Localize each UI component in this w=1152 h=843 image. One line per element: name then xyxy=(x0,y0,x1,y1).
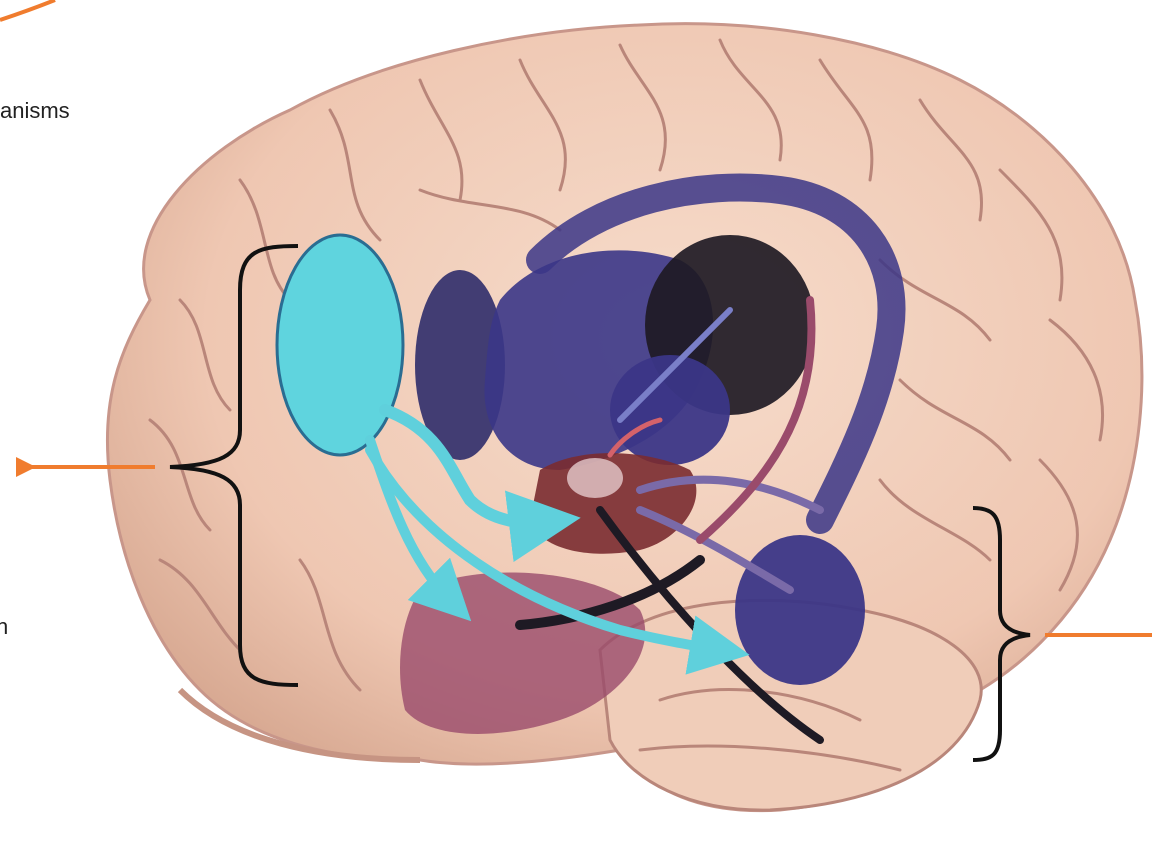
orange-arc-top xyxy=(0,0,55,20)
posterior-structure xyxy=(735,535,865,685)
amygdala-center-highlight xyxy=(567,458,623,498)
prefrontal-region xyxy=(277,235,403,455)
label-fragment-bottom: n xyxy=(0,614,8,640)
label-fragment-top: anisms xyxy=(0,98,70,124)
